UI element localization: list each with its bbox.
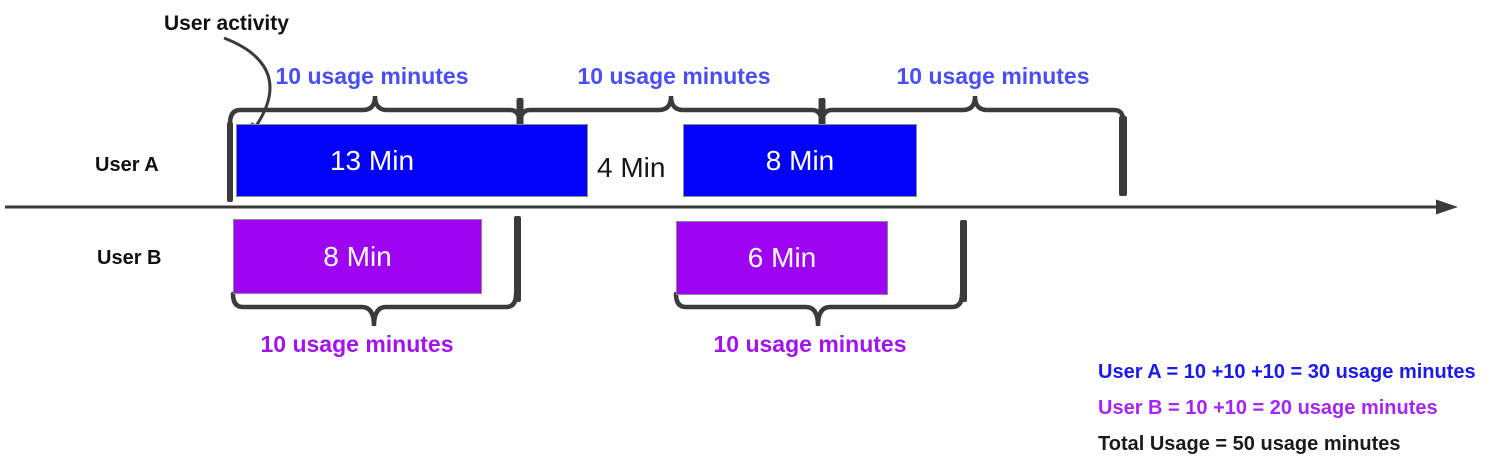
- user-b-label: User B: [97, 247, 162, 269]
- timeline-axis-arrowhead: [1436, 199, 1458, 215]
- usage-block-label-b1: 10 usage minutes: [260, 331, 454, 357]
- user-activity-label: User activity: [164, 12, 289, 35]
- usage-block-label-a3: 10 usage minutes: [896, 63, 1090, 89]
- usage-block-label-b2: 10 usage minutes: [713, 331, 907, 357]
- tick-b-block1-end: [514, 216, 521, 302]
- brace-a-block3: [819, 95, 1126, 127]
- usage-block-label-a2: 10 usage minutes: [577, 63, 771, 89]
- bar-a-8min-value: 8 Min: [765, 144, 835, 176]
- brace-b-block1: [230, 291, 519, 327]
- summary-total: Total Usage = 50 usage minutes: [1098, 433, 1401, 455]
- bar-a-13min-value: 13 Min: [329, 144, 415, 176]
- bar-b-8min-value: 8 Min: [323, 240, 392, 272]
- usage-block-label-a1: 10 usage minutes: [275, 63, 469, 89]
- bar-user-a-active-13min: 13 Min: [236, 124, 588, 197]
- user-activity-arrow: [223, 36, 272, 136]
- tick-b-block2-end: [960, 220, 967, 302]
- brace-a-block2: [517, 95, 825, 127]
- bar-user-b-active-6min: 6 Min: [676, 221, 888, 295]
- bar-b-6min-value: 6 Min: [747, 242, 817, 273]
- bar-user-b-active-8min: 8 Min: [233, 219, 482, 294]
- summary-user-b: User B = 10 +10 = 20 usage minutes: [1098, 397, 1438, 419]
- user-a-label: User A: [95, 154, 159, 176]
- summary-user-a: User A = 10 +10 +10 = 30 usage minutes: [1098, 361, 1476, 383]
- idle-gap-label: 4 Min: [597, 152, 666, 183]
- bar-user-a-active-8min: 8 Min: [683, 124, 917, 197]
- brace-a-block1: [227, 95, 523, 127]
- brace-b-block2: [673, 291, 965, 327]
- tick-a-start: [227, 122, 233, 202]
- tick-a-30min-end: [1119, 116, 1127, 196]
